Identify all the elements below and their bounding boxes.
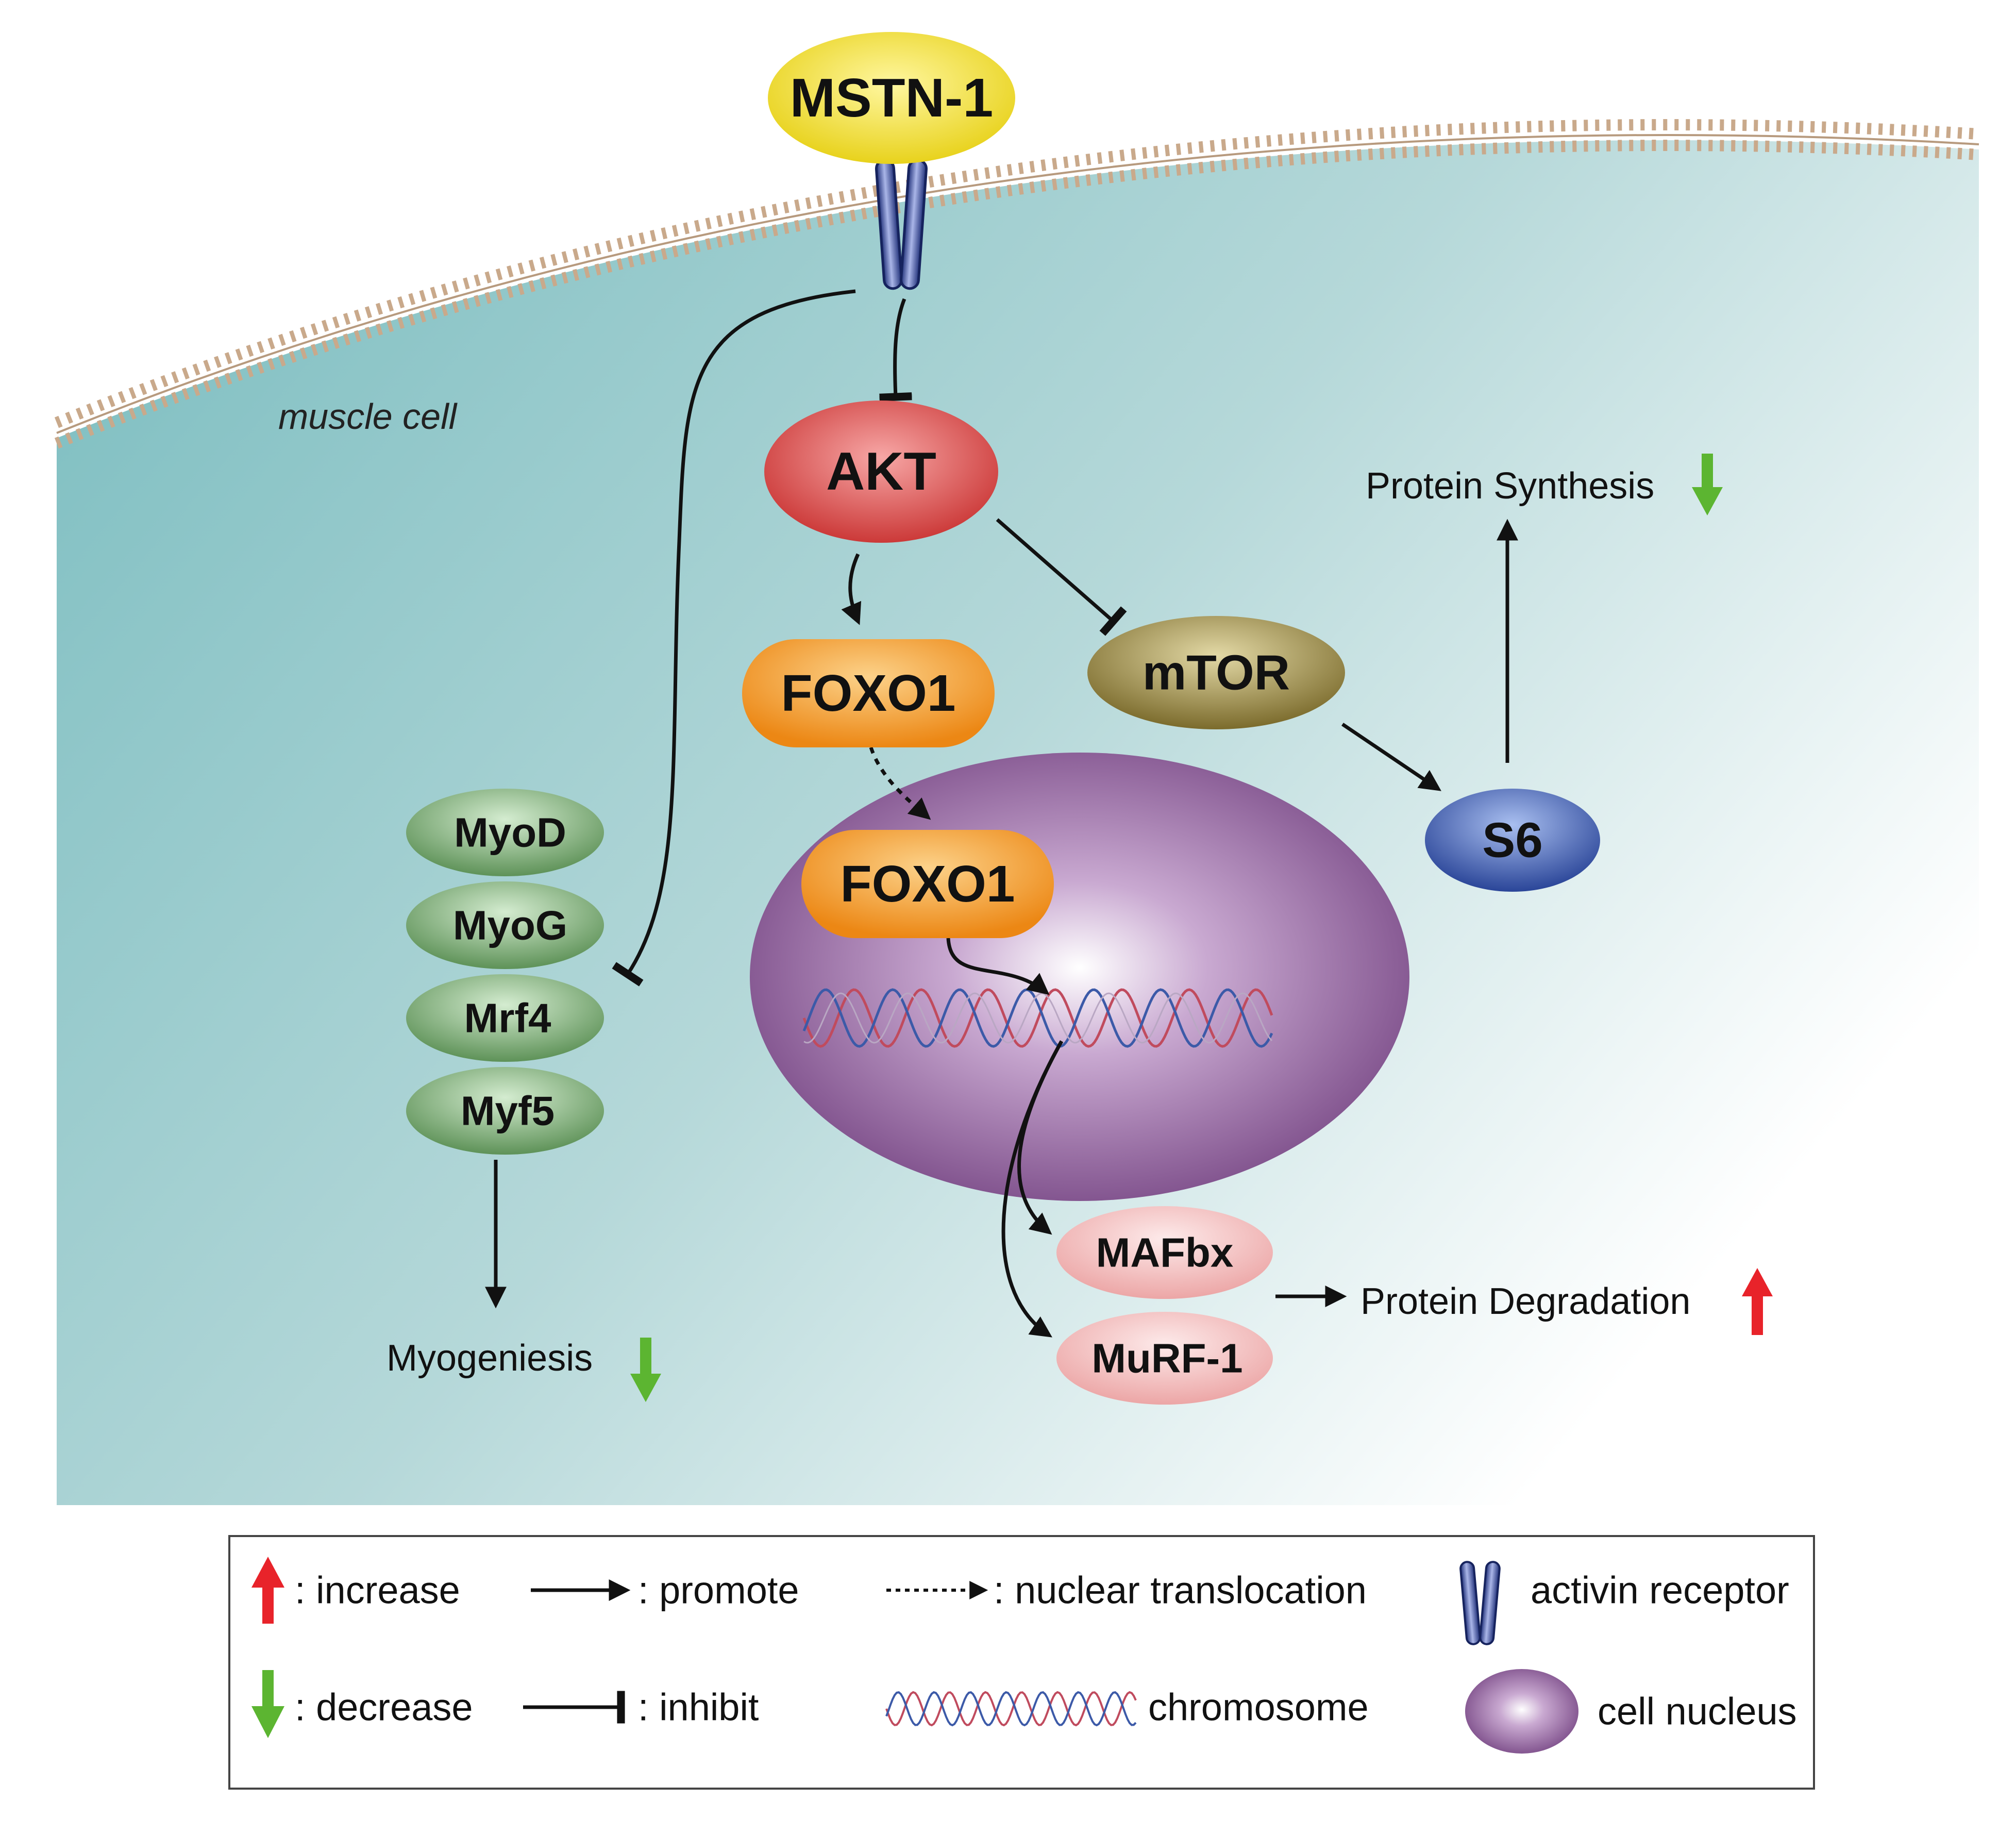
myf5-label: Myf5 xyxy=(461,1088,555,1134)
edge-receptor-inhibits-akt xyxy=(879,298,912,402)
legend-cell-nucleus-icon xyxy=(1465,1669,1578,1754)
myog-label: MyoG xyxy=(453,903,567,948)
protein-synthesis-decrease-arrow-icon xyxy=(1692,454,1723,515)
protein-degradation-label: Protein Degradation xyxy=(1360,1281,1690,1322)
mtor-node xyxy=(1087,616,1345,729)
myod-label: MyoD xyxy=(454,810,566,856)
foxo1-nucleus-label: FOXO1 xyxy=(841,855,1015,913)
mstn-1-node xyxy=(768,32,1015,164)
legend-chromosome-icon xyxy=(885,1691,1137,1727)
cell-membrane-outer xyxy=(54,119,1979,428)
edges xyxy=(485,289,1518,1338)
legend: : increase : decrease : promote : inhibi… xyxy=(228,1535,1815,1790)
legend-activin-receptor-icon xyxy=(1459,1561,1501,1645)
s6-label: S6 xyxy=(1482,813,1542,868)
mtor-label: mTOR xyxy=(1143,645,1290,700)
mafbx-node xyxy=(1056,1206,1273,1299)
legend-promote-label: : promote xyxy=(638,1569,799,1612)
mrf4-label: Mrf4 xyxy=(464,995,551,1041)
protein-synthesis-label: Protein Synthesis xyxy=(1366,465,1654,507)
legend-activin-receptor-label: activin receptor xyxy=(1531,1569,1789,1612)
foxo1-cytoplasm-label: FOXO1 xyxy=(781,664,956,722)
akt-label: AKT xyxy=(826,442,936,502)
legend-cell-nucleus-label: cell nucleus xyxy=(1598,1690,1797,1733)
edge-chromosome-to-murf xyxy=(1001,1040,1064,1338)
cell-nucleus xyxy=(750,753,1409,1201)
legend-increase-icon xyxy=(251,1557,284,1624)
edge-mtor-promotes-s6 xyxy=(1341,723,1441,791)
myf5-node xyxy=(406,1067,604,1155)
legend-decrease-icon xyxy=(251,1670,284,1738)
legend-chromosome-label: chromosome xyxy=(1148,1686,1369,1729)
mafbx-label: MAFbx xyxy=(1096,1230,1234,1276)
murf-1-label: MuRF-1 xyxy=(1091,1336,1242,1381)
myogenesis-label: Myogeniesis xyxy=(387,1338,593,1379)
edge-foxo-binds-chromosome xyxy=(946,938,1050,995)
s6-node xyxy=(1425,789,1600,892)
edge-akt-promotes-foxo xyxy=(841,553,862,625)
protein-degradation-increase-arrow-icon xyxy=(1742,1268,1773,1335)
myogenesis-decrease-arrow-icon xyxy=(630,1338,661,1402)
mstn-1-label: MSTN-1 xyxy=(790,68,994,128)
mrf4-node xyxy=(406,974,604,1062)
legend-increase-label: : increase xyxy=(295,1569,460,1612)
edge-akt-inhibits-mtor xyxy=(996,518,1127,636)
foxo1-nucleus-node xyxy=(801,830,1054,938)
myod-node xyxy=(406,789,604,876)
myog-node xyxy=(406,881,604,969)
legend-inhibit-label: : inhibit xyxy=(638,1686,759,1729)
cell-label: muscle cell xyxy=(278,396,458,437)
legend-decrease-label: : decrease xyxy=(295,1686,473,1729)
akt-node xyxy=(764,401,998,543)
legend-nuclear-translocation-label: : nuclear translocation xyxy=(994,1569,1367,1612)
foxo1-cytoplasm-node xyxy=(742,639,995,747)
cell-membrane-inner xyxy=(54,140,1979,449)
cell-membrane-core xyxy=(56,134,1979,434)
edge-receptor-inhibits-myo xyxy=(612,289,856,987)
murf-1-node xyxy=(1056,1312,1273,1405)
chromosome xyxy=(802,988,1273,1048)
activin-receptor xyxy=(875,158,928,290)
